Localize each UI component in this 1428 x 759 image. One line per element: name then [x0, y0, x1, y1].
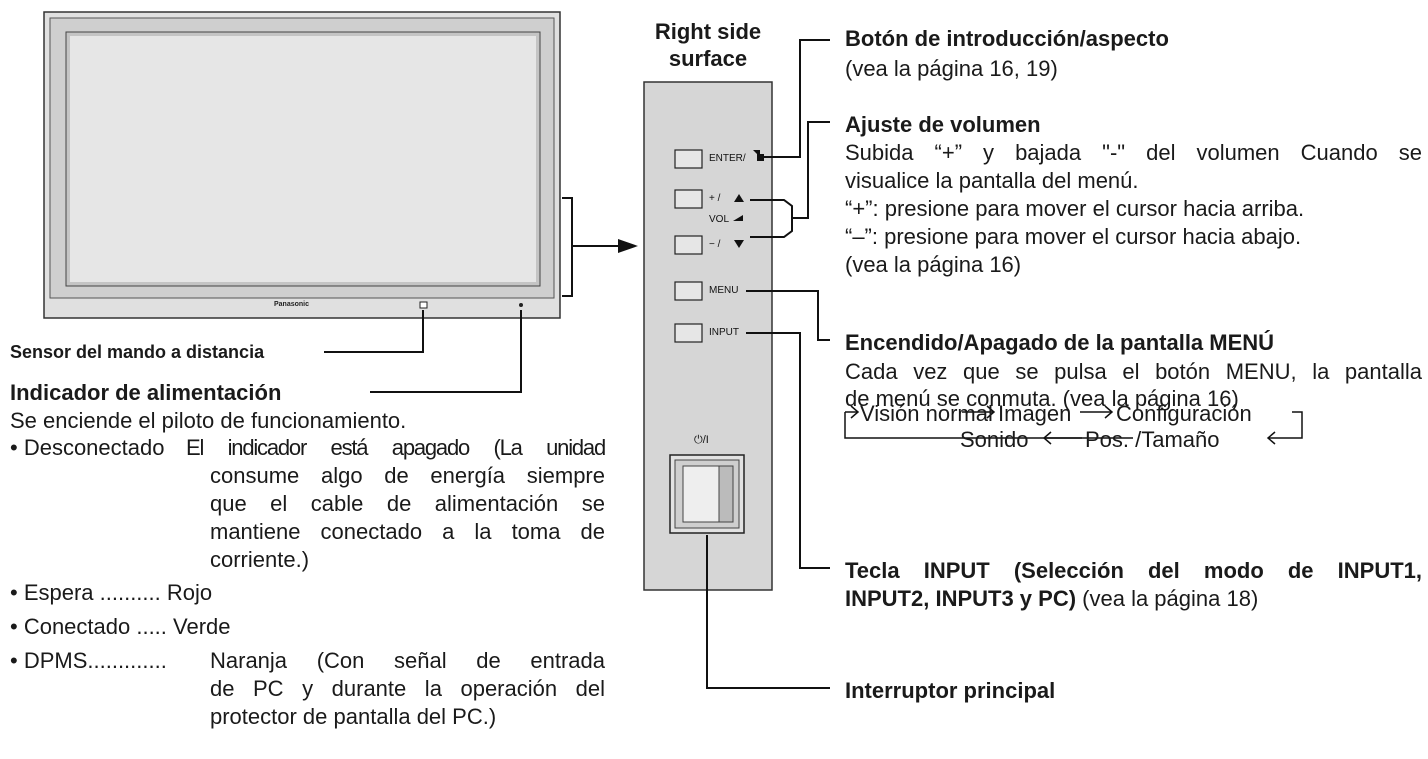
state-off-line2: consume algo de energía siempre	[210, 463, 605, 488]
cycle-item-sonido: Sonido	[960, 427, 1029, 452]
sensor-leader	[324, 310, 424, 353]
cycle-item-config: Configuración	[1116, 401, 1252, 426]
cycle-item-vision: Visión normal	[860, 401, 993, 426]
remote-sensor-window	[419, 301, 428, 309]
enter-button-shape	[674, 149, 703, 169]
menu-line1: Cada vez que se pulsa el botón MENU, la …	[845, 359, 1422, 384]
input-title2-row: INPUT2, INPUT3 y PC) (vea la página 18)	[845, 586, 1258, 612]
monitor	[43, 11, 561, 319]
vol-line3: “+”: presione para mover el cursor hacia…	[845, 196, 1305, 221]
state-dpms-label: • DPMS.............	[10, 648, 167, 673]
state-off-line5: corriente.)	[210, 547, 310, 572]
vol-leader	[792, 121, 830, 219]
menu-button-shape	[674, 281, 703, 301]
plus-button-caption: + /	[709, 193, 721, 204]
state-on: • Conectado ..... Verde	[10, 614, 231, 639]
vol-line2: visualice la pantalla del menú.	[845, 168, 1139, 193]
monitor-to-panel-arrow	[562, 197, 620, 297]
main-switch-label: Interruptor principal	[845, 678, 1056, 703]
down-triangle-icon	[734, 240, 744, 248]
menu-line2: de menú se conmuta. (vea la página 16)	[845, 386, 1239, 411]
volume-icon	[733, 215, 743, 221]
minus-button-caption: − /	[709, 239, 721, 250]
menu-button-caption: MENU	[709, 285, 739, 296]
enter-title: Botón de introducción/aspecto	[845, 26, 1169, 51]
state-dpms-line1: Naranja (Con señal de entrada	[210, 648, 605, 673]
state-off-line3: que el cable de alimentación se	[210, 491, 605, 516]
vol-caption: VOL	[709, 214, 730, 225]
power-leader	[706, 535, 830, 689]
input-button-caption: INPUT	[709, 327, 739, 338]
menu-cycle-lines	[844, 411, 1303, 439]
state-off-line4: mantiene conectado a la toma de	[210, 519, 605, 544]
state-off-line1: El indicador está apagado (La unidad	[186, 435, 606, 460]
menu-title: Encendido/Apagado de la pantalla MENÚ	[845, 330, 1275, 355]
state-dpms-line2: de PC y durante la operación del	[210, 676, 605, 701]
state-standby: • Espera .......... Rojo	[10, 580, 213, 605]
monitor-brand: Panasonic	[274, 301, 310, 308]
up-triangle-icon	[734, 194, 744, 202]
state-off-label: • Desconectado	[10, 435, 165, 460]
enter-button-caption: ENTER/	[709, 153, 746, 164]
input-button-shape	[674, 323, 703, 343]
indicator-desc: Se enciende el piloto de funcionamiento.	[10, 408, 407, 433]
input-title2: INPUT2, INPUT3 y PC)	[845, 586, 1077, 611]
cycle-item-imagen: Imagen	[998, 401, 1072, 426]
vol-line1: Subida “+” y bajada "-" del volumen Cuan…	[845, 140, 1422, 165]
side-panel	[643, 81, 773, 591]
input-ref: (vea la página 18)	[1076, 586, 1259, 611]
sensor-label: Sensor del mando a distancia	[10, 342, 265, 362]
input-title1: Tecla INPUT (Selección del modo de INPUT…	[845, 558, 1422, 583]
panel-title: Right side surface	[654, 19, 762, 71]
vol-title: Ajuste de volumen	[845, 112, 1041, 137]
plus-button-shape	[674, 189, 703, 209]
indicator-title: Indicador de alimentación	[10, 380, 282, 405]
vol-ref: (vea la página 16)	[845, 252, 1022, 277]
input-leader	[746, 332, 830, 569]
enter-leader	[764, 39, 830, 158]
cycle-item-pos: Pos. /Tamaño	[1085, 427, 1220, 452]
vol-line4: “–”: presione para mover el cursor hacia…	[845, 224, 1302, 249]
indicator-leader	[370, 310, 522, 393]
power-indicator-led	[519, 303, 523, 307]
menu-leader	[746, 290, 830, 341]
state-dpms-line3: protector de pantalla del PC.)	[210, 704, 497, 729]
enter-ref: (vea la página 16, 19)	[845, 56, 1058, 81]
minus-button-shape	[674, 235, 703, 255]
power-switch-caption: ⏻/I	[694, 434, 709, 446]
